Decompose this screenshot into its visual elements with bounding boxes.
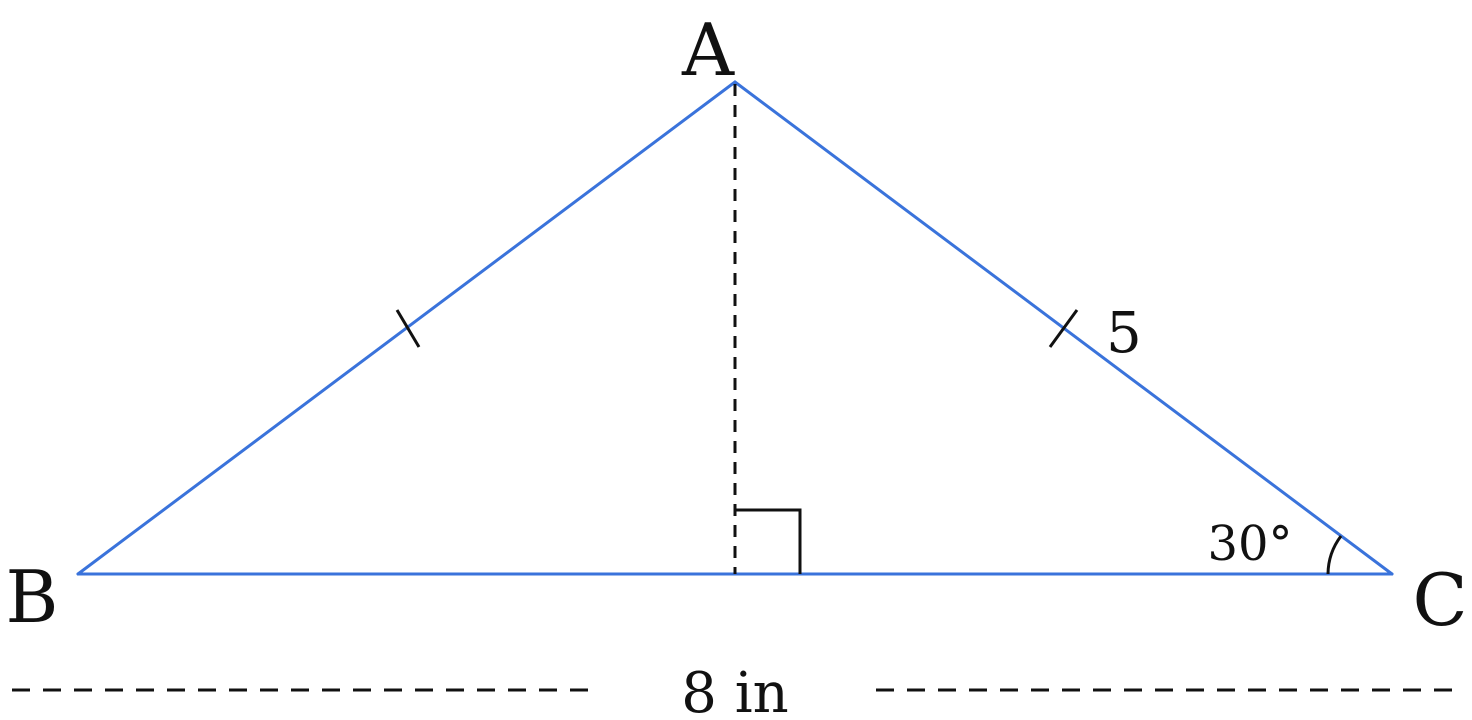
base-length-label: 8 in xyxy=(681,661,788,720)
tick-mark-ab xyxy=(395,309,421,348)
vertex-label-b: B xyxy=(6,555,59,639)
vertex-label-a: A xyxy=(681,8,735,92)
tick-mark-ac xyxy=(1048,309,1079,348)
angle-arc-c xyxy=(1326,535,1343,575)
right-angle-mark xyxy=(735,508,802,574)
angle-c-label: 30° xyxy=(1207,516,1292,572)
side-ac-length-label: 5 xyxy=(1106,301,1142,366)
vertex-label-c: C xyxy=(1412,558,1467,642)
